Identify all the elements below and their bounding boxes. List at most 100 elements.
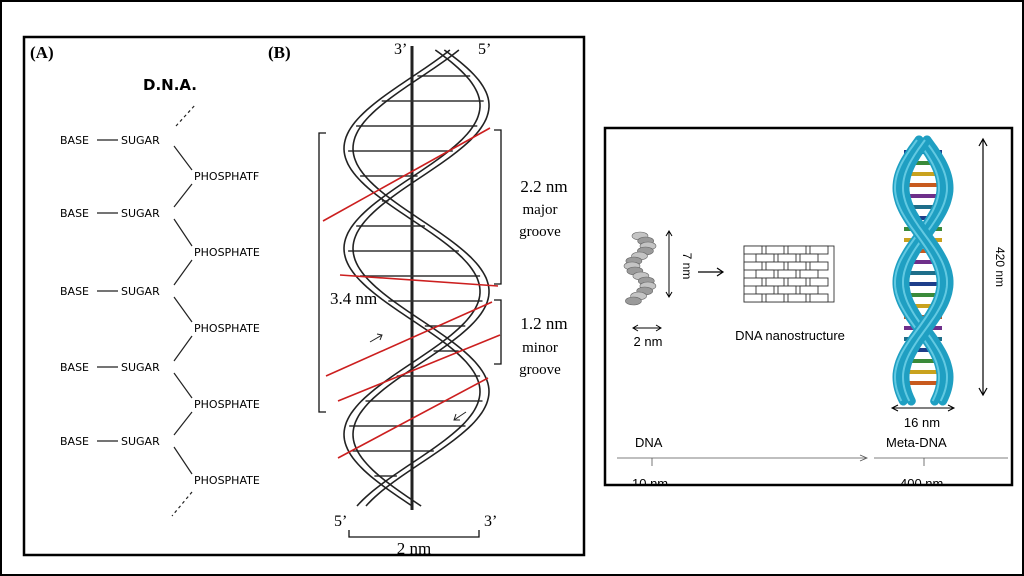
phosphate-label: PHOSPHATE bbox=[194, 322, 260, 335]
helix-width-label: 2 nm bbox=[397, 539, 431, 558]
minor-groove-word2: groove bbox=[519, 362, 561, 378]
top-left-end-label: 3’ bbox=[394, 41, 407, 58]
nanostructure-brick bbox=[755, 253, 775, 263]
dna-height-label: 7 nm bbox=[680, 253, 694, 280]
nanostructure-brick bbox=[777, 285, 797, 295]
left-panel-frame bbox=[22, 35, 586, 557]
base-label: BASE bbox=[60, 134, 89, 147]
meta-dna-highlight bbox=[902, 139, 949, 402]
bond-line bbox=[173, 259, 193, 286]
phosphate-label: PHOSPHATE bbox=[194, 398, 260, 411]
nanostructure-brick bbox=[809, 277, 829, 287]
bond-line bbox=[173, 296, 193, 323]
helix-strand bbox=[343, 49, 481, 507]
strand-arrow-icon bbox=[369, 333, 383, 343]
sugar-label: SUGAR bbox=[121, 207, 160, 220]
axis-right-label: Meta-DNA bbox=[886, 435, 947, 450]
bottom-left-end-label: 5’ bbox=[334, 513, 347, 530]
base-label: BASE bbox=[60, 361, 89, 374]
nanostructure-brick bbox=[809, 245, 829, 255]
nanostructure-brick bbox=[765, 261, 785, 271]
nanostructure-brick bbox=[787, 261, 807, 271]
meta-dna-bundle bbox=[892, 135, 946, 406]
arrowhead-icon bbox=[978, 137, 988, 397]
minor-groove-word1: minor bbox=[522, 340, 558, 356]
major-groove-bracket bbox=[494, 129, 502, 285]
meta-dna-highlight bbox=[893, 139, 940, 402]
dna-molecule-model bbox=[623, 231, 657, 306]
sugar-label: SUGAR bbox=[121, 435, 160, 448]
sugar-label: SUGAR bbox=[121, 361, 160, 374]
base-label: BASE bbox=[60, 435, 89, 448]
panel-b-helix: 3.4 nm 2.2 nm major groove 1.2 nm minor … bbox=[318, 41, 568, 558]
bond-line bbox=[173, 218, 193, 247]
phosphate-label: PHOSPHATE bbox=[194, 474, 260, 487]
bond-line bbox=[173, 183, 193, 208]
meta-dna-bundle bbox=[900, 135, 954, 406]
nanostructure-brick bbox=[765, 245, 785, 255]
dna-nanostructure-diagram bbox=[743, 245, 835, 303]
arrowhead-icon bbox=[890, 404, 956, 412]
right-panel: 7 nm 2 nm DNA nanostructure 420 nm 16 nm bbox=[603, 126, 1014, 491]
nanostructure-brick bbox=[799, 285, 819, 295]
nanostructure-brick bbox=[743, 245, 763, 255]
arrowhead-icon bbox=[859, 454, 869, 462]
bond-line bbox=[173, 411, 193, 436]
dna-title: D.N.A. bbox=[143, 76, 197, 94]
bond-line bbox=[173, 372, 193, 399]
base-label: BASE bbox=[60, 285, 89, 298]
nanostructure-brick bbox=[787, 245, 807, 255]
arrowhead-icon bbox=[632, 324, 662, 332]
dna-model-segment bbox=[625, 296, 642, 306]
nanostructure-brick bbox=[777, 269, 797, 279]
nanostructure-brick bbox=[765, 277, 785, 287]
nanostructure-brick bbox=[743, 293, 763, 303]
pitch-bracket bbox=[318, 132, 326, 413]
arrowhead-icon bbox=[665, 230, 673, 298]
minor-groove-bracket bbox=[494, 299, 502, 365]
groove-line bbox=[337, 377, 489, 459]
meta-dna-model bbox=[892, 135, 954, 406]
phosphate-label: PHOSPHATF bbox=[194, 170, 259, 183]
meta-height-label: 420 nm bbox=[993, 247, 1007, 287]
backbone-continuation bbox=[171, 491, 193, 517]
arrowhead-icon bbox=[716, 267, 725, 277]
nanostructure-brick bbox=[787, 293, 807, 303]
nanostructure-brick bbox=[799, 253, 819, 263]
top-right-end-label: 5’ bbox=[478, 41, 491, 58]
groove-line bbox=[325, 301, 493, 377]
meta-dna-bundle bbox=[900, 135, 954, 406]
minor-groove-width: 1.2 nm bbox=[520, 314, 567, 333]
bond-line bbox=[173, 335, 193, 362]
meta-dna-highlight bbox=[901, 139, 948, 402]
helix-strand bbox=[352, 49, 490, 507]
nanostructure-brick bbox=[755, 269, 775, 279]
nanostructure-brick bbox=[809, 293, 829, 303]
meta-dna-bundle bbox=[892, 135, 946, 406]
helix-strand bbox=[352, 49, 490, 507]
major-groove-width: 2.2 nm bbox=[520, 177, 567, 196]
panel-a-schematic: D.N.A. BASE SUGAR PHOSPHATF BASE SUGAR PHOSPH… bbox=[60, 76, 260, 517]
bond-line bbox=[173, 145, 193, 171]
nanostructure-brick bbox=[743, 261, 763, 271]
nanostructure-brick bbox=[765, 293, 785, 303]
major-groove-word2: groove bbox=[519, 224, 561, 240]
major-groove-word1: major bbox=[523, 202, 558, 218]
backbone-continuation bbox=[175, 103, 197, 127]
nanostructure-brick bbox=[777, 253, 797, 263]
phosphate-label: PHOSPHATE bbox=[194, 246, 260, 259]
dna-width-label: 2 nm bbox=[634, 334, 663, 349]
nanostructure-brick bbox=[809, 261, 829, 271]
nanostructure-brick bbox=[743, 277, 763, 287]
axis-right-tick-label: 400 nm bbox=[900, 476, 943, 491]
width-bracket bbox=[348, 530, 480, 538]
meta-dna-highlight bbox=[894, 139, 941, 402]
base-label: BASE bbox=[60, 207, 89, 220]
axis-left-tick-label: 10 nm bbox=[632, 476, 668, 491]
bond-line bbox=[173, 446, 193, 475]
groove-line bbox=[337, 334, 501, 402]
